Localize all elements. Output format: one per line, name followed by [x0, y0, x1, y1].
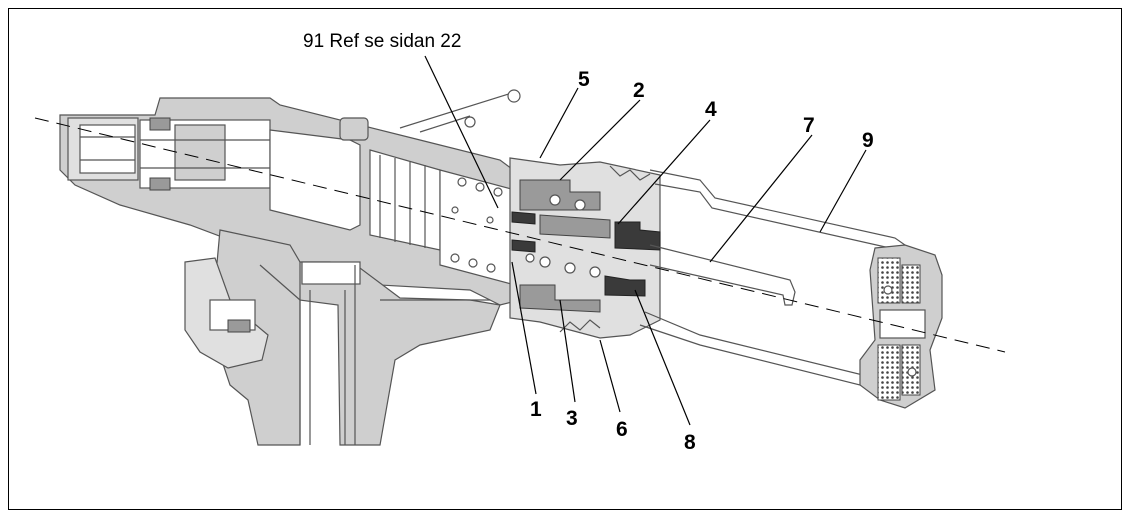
center-axis [34, 117, 1006, 353]
callout-3: 3 [566, 407, 578, 430]
reference-note: 91 Ref se sidan 22 [303, 31, 461, 52]
callout-5: 5 [578, 68, 590, 91]
callout-2: 2 [633, 79, 645, 102]
leader-lines [424, 55, 867, 426]
tool-housing [59, 89, 521, 446]
callout-6: 6 [616, 418, 628, 441]
callout-8: 8 [684, 431, 696, 454]
spring [450, 177, 503, 273]
callout-1: 1 [530, 398, 542, 421]
callout-7: 7 [803, 114, 815, 137]
callout-4: 4 [705, 98, 717, 121]
callout-9: 9 [862, 129, 874, 152]
nose-assembly [509, 157, 661, 339]
